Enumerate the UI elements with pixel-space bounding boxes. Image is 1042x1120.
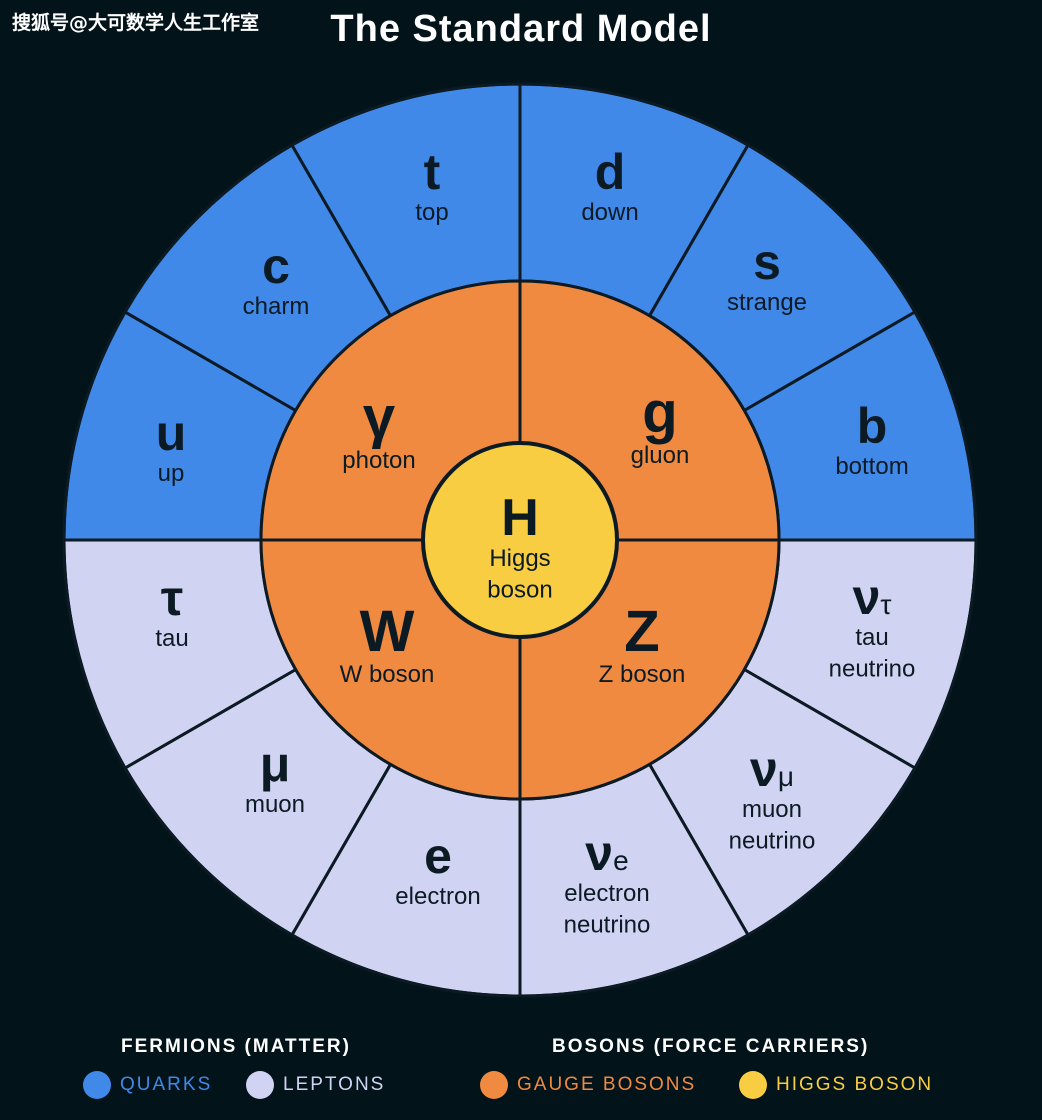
- higgs-boson-swatch: [739, 1071, 767, 1099]
- legend-gauge-bosons: GAUGE BOSONS: [480, 1070, 696, 1100]
- legend-higgs-boson: HIGGS BOSON: [739, 1070, 933, 1100]
- particle-name: Higgs: [489, 545, 550, 572]
- legend-fermions-heading: FERMIONS (MATTER): [121, 1036, 351, 1057]
- particle-name: neutrino: [829, 655, 916, 682]
- leptons-swatch: [246, 1071, 274, 1099]
- particle-symbol: c: [262, 238, 290, 294]
- higgs-circle: [421, 441, 619, 639]
- particle-name: electron: [395, 883, 480, 910]
- particle-symbol: d: [595, 144, 626, 200]
- particle-name: gluon: [631, 442, 690, 469]
- particle-subscript: μ: [778, 761, 794, 792]
- particle-name: muon: [742, 796, 802, 823]
- particle-name: W boson: [340, 661, 435, 688]
- particle-name: bottom: [835, 453, 908, 480]
- quarks-swatch: [83, 1071, 111, 1099]
- particle-subscript: τ: [880, 589, 891, 620]
- particle-symbol: g: [642, 380, 677, 445]
- legend-leptons: LEPTONS: [246, 1070, 385, 1100]
- particle-name: top: [415, 199, 448, 226]
- particle-name: tau: [155, 625, 188, 652]
- particle-symbol: b: [857, 398, 888, 454]
- particle-name: down: [581, 199, 638, 226]
- legend-quarks-label: QUARKS: [120, 1074, 213, 1095]
- particle-symbol: γ: [363, 385, 396, 450]
- page-title: The Standard Model: [330, 8, 712, 50]
- particle-name: photon: [342, 447, 415, 474]
- particle-symbol: t: [424, 144, 441, 200]
- gauge-bosons-swatch: [480, 1071, 508, 1099]
- gauge-label: WW boson: [340, 599, 435, 688]
- legend-gauge-label: GAUGE BOSONS: [517, 1074, 697, 1095]
- particle-symbol: W: [360, 599, 415, 664]
- particle-name: strange: [727, 289, 807, 316]
- particle-symbol: νμ: [750, 741, 794, 797]
- watermark: 搜狐号@大可数学人生工作室: [12, 12, 260, 34]
- particle-symbol: H: [501, 489, 539, 547]
- particle-name: Z boson: [599, 661, 686, 688]
- outer-ring-border: [62, 82, 978, 998]
- legend-higgs-label: HIGGS BOSON: [776, 1074, 934, 1095]
- particle-symbol: Z: [624, 599, 659, 664]
- particle-name: neutrino: [564, 911, 651, 938]
- particle-name: neutrino: [729, 827, 816, 854]
- particle-subscript: e: [613, 845, 629, 876]
- legend-leptons-label: LEPTONS: [283, 1074, 386, 1095]
- particle-name: electron: [564, 880, 649, 907]
- particle-symbol: μ: [260, 736, 291, 792]
- particle-name: boson: [487, 576, 552, 603]
- particle-name: charm: [243, 293, 310, 320]
- particle-symbol: τ: [161, 570, 183, 626]
- quark-label: uup: [156, 405, 187, 487]
- legend-bosons-heading: BOSONS (FORCE CARRIERS): [552, 1036, 870, 1057]
- particle-name: up: [158, 460, 185, 487]
- particle-symbol: e: [424, 828, 452, 884]
- gauge-label: ZZ boson: [599, 599, 686, 688]
- legend-quarks: QUARKS: [83, 1070, 212, 1100]
- particle-symbol: s: [753, 234, 781, 290]
- particle-symbol: ντ: [853, 569, 892, 625]
- particle-symbol: u: [156, 405, 187, 461]
- particle-name: muon: [245, 791, 305, 818]
- particle-name: tau: [855, 624, 888, 651]
